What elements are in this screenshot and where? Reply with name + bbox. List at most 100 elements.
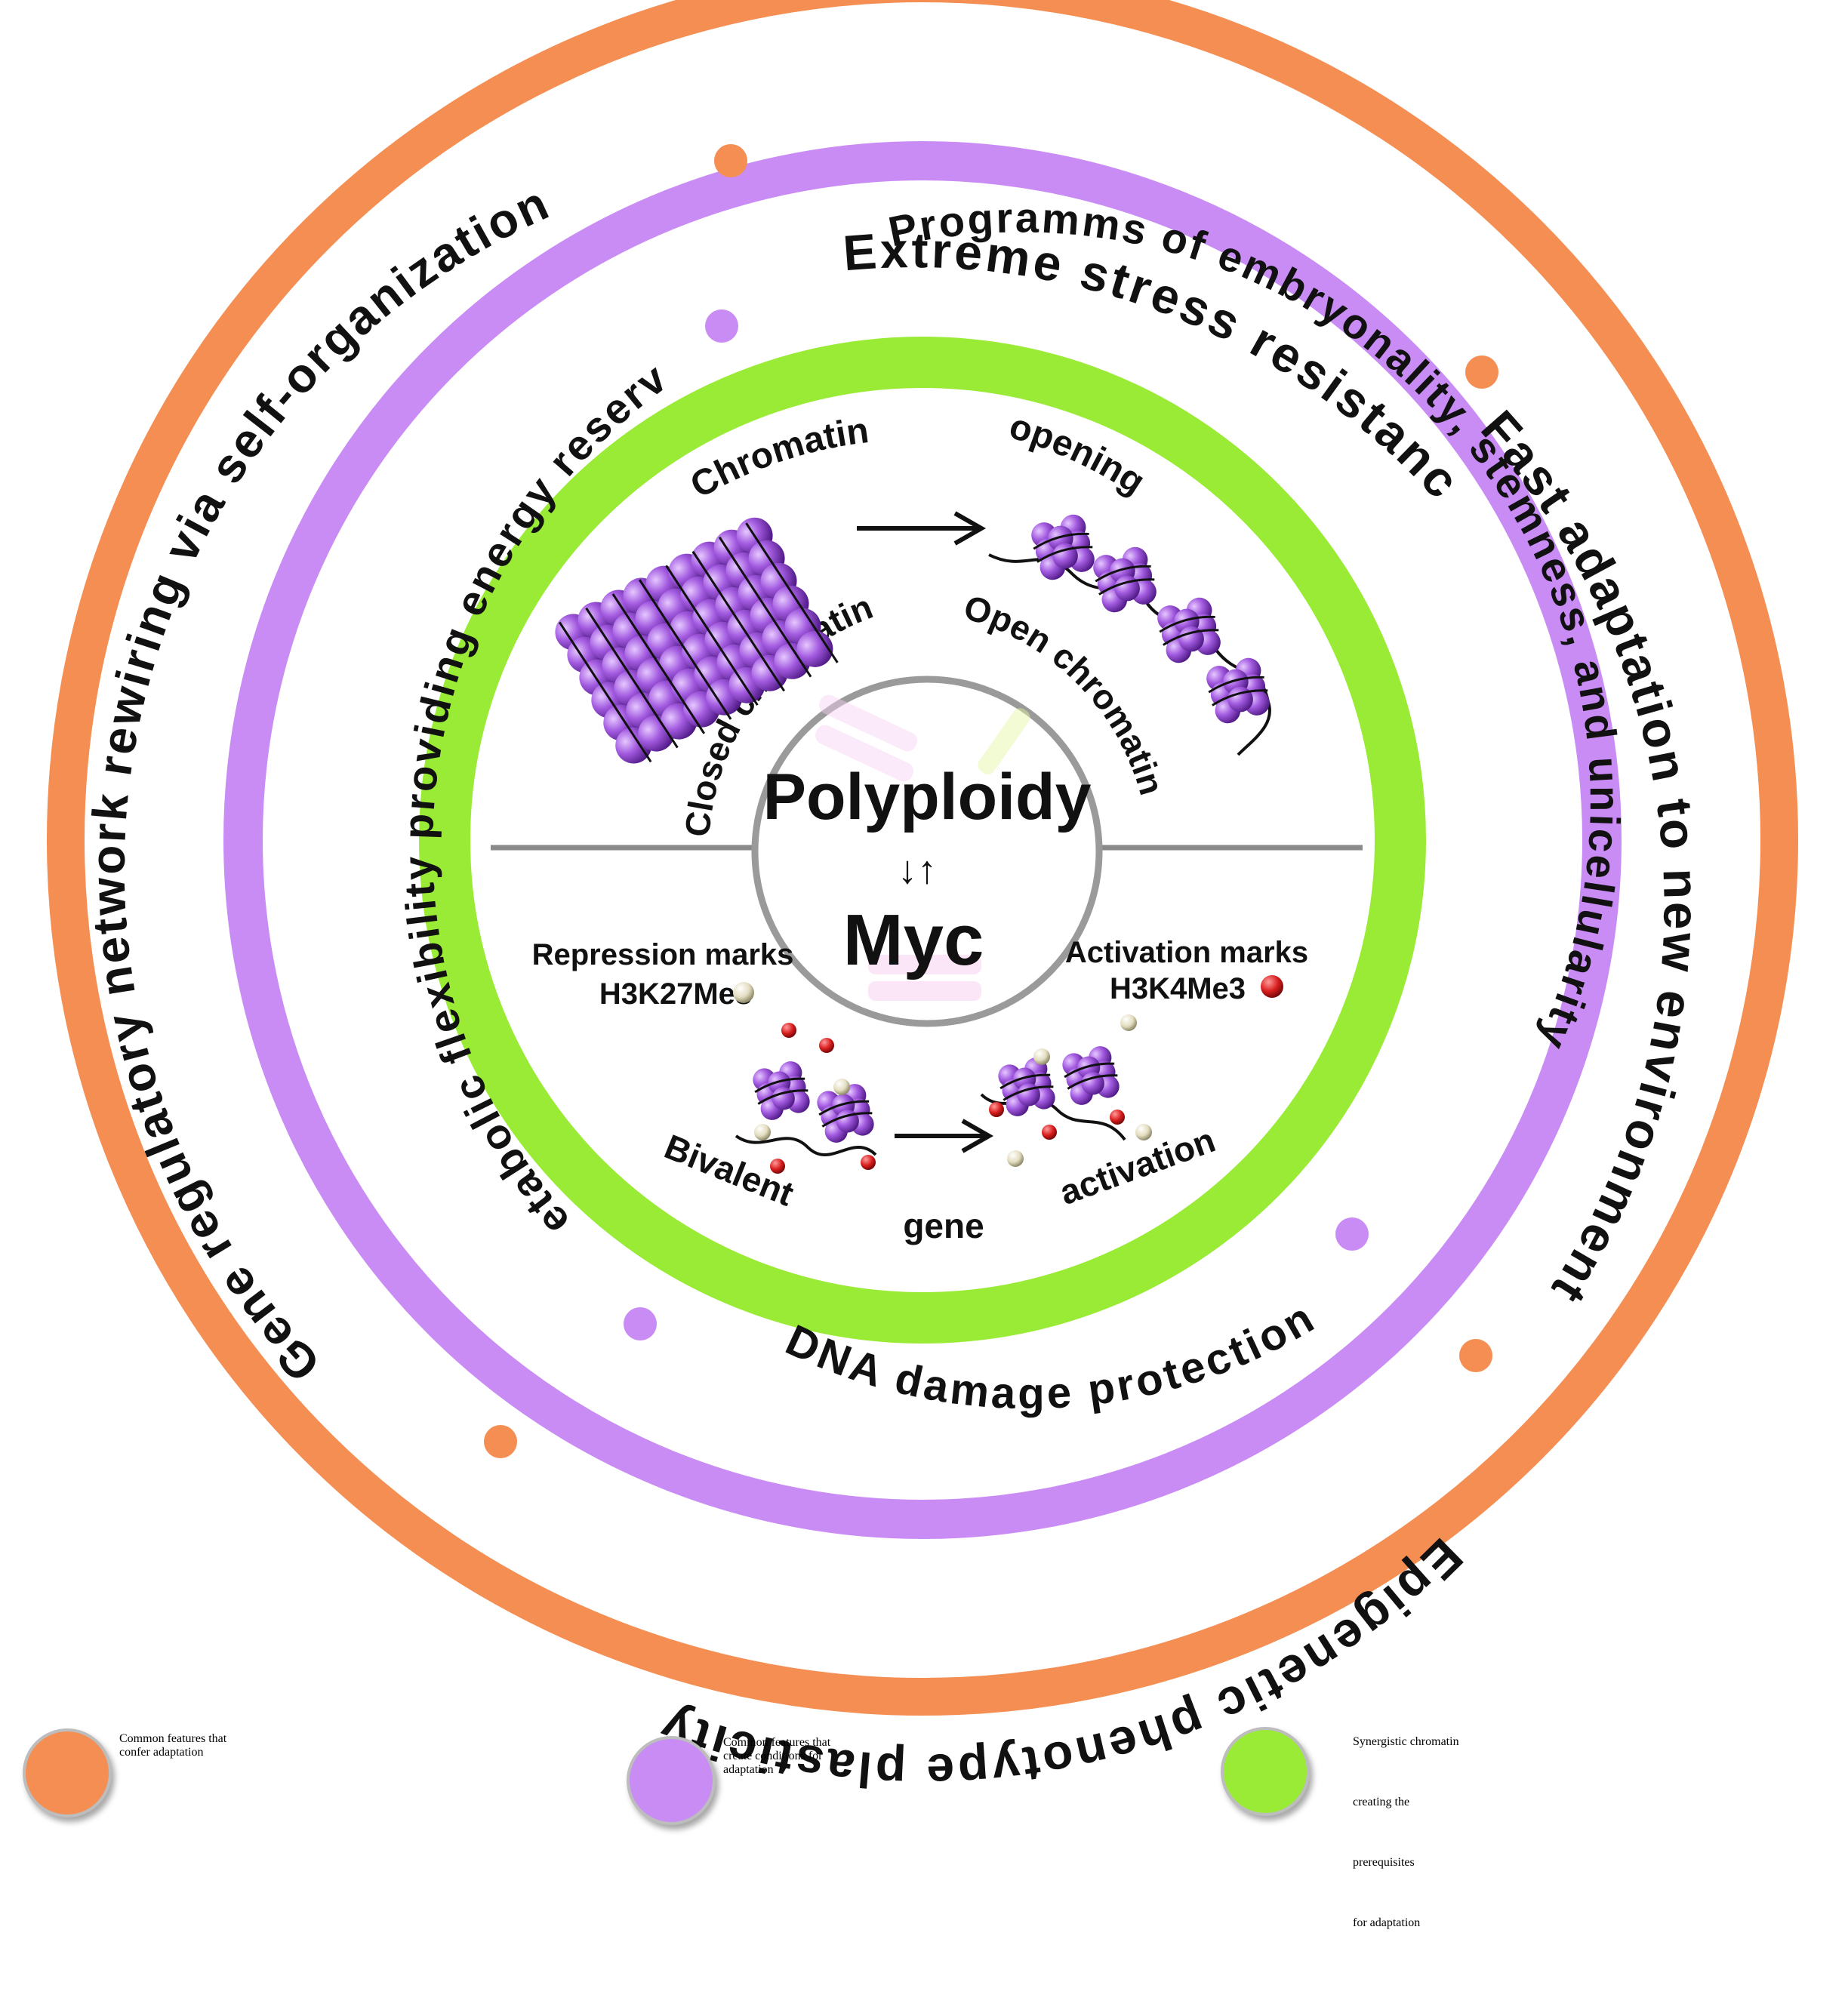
- legend-line: adaptation: [723, 1763, 774, 1776]
- dna-wrap: [1067, 1074, 1118, 1090]
- dna-wrap: [1003, 1085, 1054, 1101]
- activation-code-label: H3K4Me3: [1110, 972, 1246, 1005]
- dna-wrap: [1036, 546, 1093, 563]
- closed-chromatin-icon: [555, 517, 839, 764]
- nucleosome-icon: [1031, 514, 1095, 580]
- green-circle-icon: [1221, 1727, 1310, 1816]
- histone-sphere: [1227, 686, 1253, 713]
- activation-mark-icon: [1110, 1110, 1125, 1125]
- center-chromosome-shapes: [815, 694, 1030, 1001]
- chromosome-shape: [868, 981, 981, 1001]
- repression-mark-icon: [1033, 1048, 1050, 1065]
- center-circle: [751, 676, 1103, 1027]
- activation-mark-icon: [781, 1023, 796, 1038]
- repression-mark-icon: [733, 982, 754, 1003]
- middle-divider-dot: [1335, 1217, 1369, 1251]
- dna-wrap: [1163, 629, 1219, 646]
- bivalent-gene-nucleosomes: [753, 1046, 1120, 1143]
- activation-mark-icon: [819, 1038, 834, 1053]
- legend-label-violet: Common features that create conditions f…: [723, 1736, 830, 1777]
- activation-mark-icon: [770, 1159, 785, 1174]
- outer-divider-dot: [484, 1425, 517, 1458]
- exchange-arrows: ↓↑: [898, 848, 937, 892]
- repression-mark-icon: [1135, 1124, 1152, 1140]
- dna-wrap: [558, 621, 652, 763]
- gene-label: gene: [903, 1206, 984, 1245]
- chromosome-shape: [868, 955, 981, 974]
- dna-wrap: [691, 550, 786, 692]
- outer-ring: [47, 0, 1798, 1716]
- histone-sphere: [1178, 626, 1204, 652]
- histone-sphere: [1114, 575, 1140, 602]
- orange-circle-icon: [23, 1728, 112, 1818]
- dna-wrap: [1064, 1062, 1115, 1079]
- outer-divider-dot: [1459, 1339, 1492, 1372]
- nucleosome-icon: [1157, 597, 1221, 663]
- legend-line: for adaptation: [1353, 1916, 1421, 1929]
- dna-wrap: [1208, 676, 1264, 694]
- dna-wrap: [718, 536, 812, 678]
- activation-marks-label: Activation marks: [1065, 936, 1308, 969]
- repression-code-label: H3K27Me3: [599, 977, 752, 1011]
- dna-wrap: [818, 1100, 870, 1116]
- open-chromatin-nucleosomes: [1031, 514, 1270, 724]
- dna-wrap: [999, 1073, 1051, 1090]
- repression-mark-icon: [754, 1124, 771, 1140]
- dna-wrap: [745, 522, 839, 663]
- legend-line: Common features that: [723, 1736, 831, 1749]
- chromosome-shape: [815, 725, 913, 782]
- activation-mark-icon: [1261, 975, 1283, 998]
- middle-ring: [223, 141, 1622, 1539]
- closed-chromatin-block: [555, 517, 839, 764]
- inner-ring: [419, 337, 1426, 1344]
- histone-sphere: [1052, 543, 1078, 569]
- dna-wrap: [585, 607, 679, 749]
- chromatin-opening-arrow-icon: [857, 511, 987, 546]
- legend-label-orange: Common features that confer adaptation: [119, 1732, 226, 1759]
- repression-marks-label: Repression marks: [532, 938, 794, 971]
- nucleosome-icon: [1206, 657, 1270, 724]
- middle-divider-dot: [624, 1307, 657, 1340]
- legend-line: create conditions for: [723, 1750, 823, 1762]
- activation-mark-icon: [861, 1155, 876, 1170]
- nucleosome-icon: [1093, 546, 1157, 613]
- polyploidy-label: Polyploidy: [763, 761, 1092, 833]
- legend-line: Common features that: [119, 1732, 227, 1745]
- dna-wrap: [665, 565, 759, 706]
- nucleosome-icon: [753, 1061, 810, 1120]
- activation-mark-icon: [989, 1102, 1004, 1117]
- chromosome-shape: [978, 708, 1030, 774]
- nucleosome-icon: [1062, 1046, 1120, 1105]
- violet-circle-icon: [627, 1736, 716, 1825]
- dna-wrap: [638, 579, 732, 720]
- histone-marks: [754, 1014, 1152, 1174]
- legend-line: confer adaptation: [119, 1746, 204, 1759]
- dna-wrap: [1098, 578, 1155, 596]
- myc-label: Myc: [843, 900, 984, 980]
- legend-line: Synergistic chromatin: [1353, 1735, 1459, 1748]
- dna-wrap: [1033, 532, 1089, 550]
- chromosome-shape: [819, 694, 917, 752]
- dna-wrap: [1095, 565, 1151, 583]
- bivalent-dna-strand: [735, 1134, 877, 1156]
- dna-wrap: [754, 1077, 805, 1094]
- outer-divider-dot: [714, 144, 747, 177]
- dna-wrap: [821, 1112, 873, 1128]
- gene-activation-arrow-icon: [895, 1119, 994, 1153]
- middle-ring-dots: [624, 309, 1369, 1340]
- repression-mark-icon: [1120, 1014, 1137, 1031]
- outer-divider-dot: [1465, 356, 1498, 389]
- dna-wrap: [1159, 615, 1215, 633]
- dna-wrap: [611, 593, 706, 734]
- outer-ring-dots: [484, 144, 1498, 1458]
- repression-mark-icon: [1007, 1150, 1024, 1167]
- middle-divider-dot: [705, 309, 738, 343]
- activated-dna-strand: [980, 1093, 1126, 1141]
- repression-mark-icon: [833, 1079, 850, 1095]
- dna-wrap: [1212, 689, 1268, 706]
- legend-label-green: Synergistic chromatin creating the prere…: [1353, 1712, 1459, 1953]
- dna-wrap: [757, 1089, 808, 1105]
- nucleosome-icon: [998, 1057, 1055, 1116]
- legend-line: prerequisites: [1353, 1856, 1415, 1869]
